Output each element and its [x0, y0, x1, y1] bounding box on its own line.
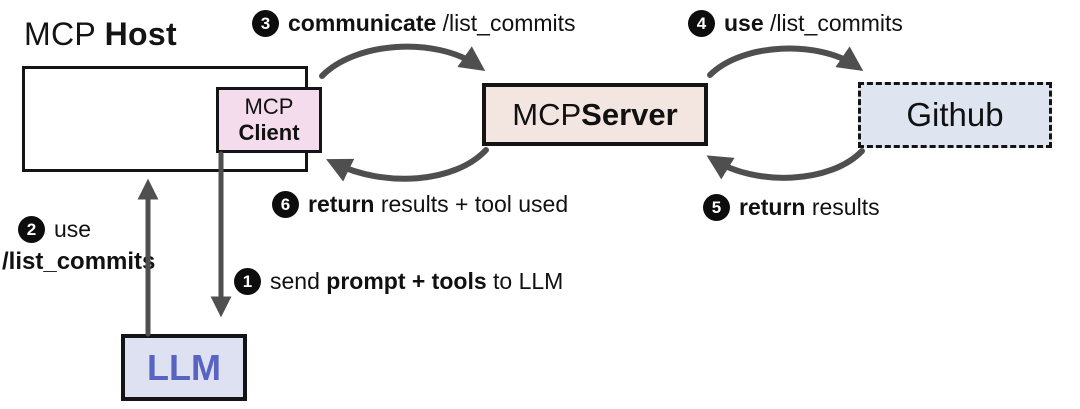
llm-box: LLM [121, 334, 247, 401]
title-prefix: MCP [24, 16, 105, 52]
step4-text: use /list_commits [724, 10, 903, 36]
step4-number-badge: 4 [688, 10, 715, 37]
arrow-github-to-server [706, 148, 865, 181]
step3-text: communicate /list_commits [288, 10, 576, 36]
step5-text: return results [739, 194, 880, 220]
step6-text: return results + tool used [308, 191, 569, 217]
arrow-server-to-client [326, 147, 489, 182]
step2-number-badge: 2 [18, 216, 45, 243]
github-label: Github [906, 96, 1004, 133]
server-label-prefix: MCP [512, 96, 582, 132]
step2-label: 2 use /list_commits [2, 216, 155, 276]
mcp-server-box: MCP Server [482, 83, 708, 146]
step1-label: 1 send prompt + tools to LLM [234, 268, 563, 295]
step6-number-badge: 6 [272, 191, 299, 218]
title-bold: Host [104, 16, 177, 52]
client-label-top: MCP [244, 94, 294, 120]
step1-number-badge: 1 [234, 268, 261, 295]
step5-label: 5 return results [703, 194, 880, 221]
step6-label: 6 return results + tool used [272, 191, 568, 218]
step3-number-badge: 3 [252, 10, 279, 37]
arrow-client-to-server [319, 43, 486, 79]
step5-number-badge: 5 [703, 194, 730, 221]
client-label-bottom: Client [238, 120, 300, 145]
arrow-server-to-github [707, 45, 864, 78]
mcp-client-box: MCP Client [216, 87, 322, 153]
step2-text-line2: /list_commits [2, 248, 156, 275]
diagram-title: MCP Host [24, 16, 177, 53]
server-label-bold: Server [581, 96, 678, 132]
llm-label: LLM [147, 346, 221, 388]
step3-label: 3 communicate /list_commits [252, 10, 576, 37]
step4-label: 4 use /list_commits [688, 10, 903, 37]
step2-text-line1: use [54, 216, 92, 242]
github-box: Github [858, 82, 1052, 148]
step1-text: send prompt + tools to LLM [270, 268, 564, 294]
